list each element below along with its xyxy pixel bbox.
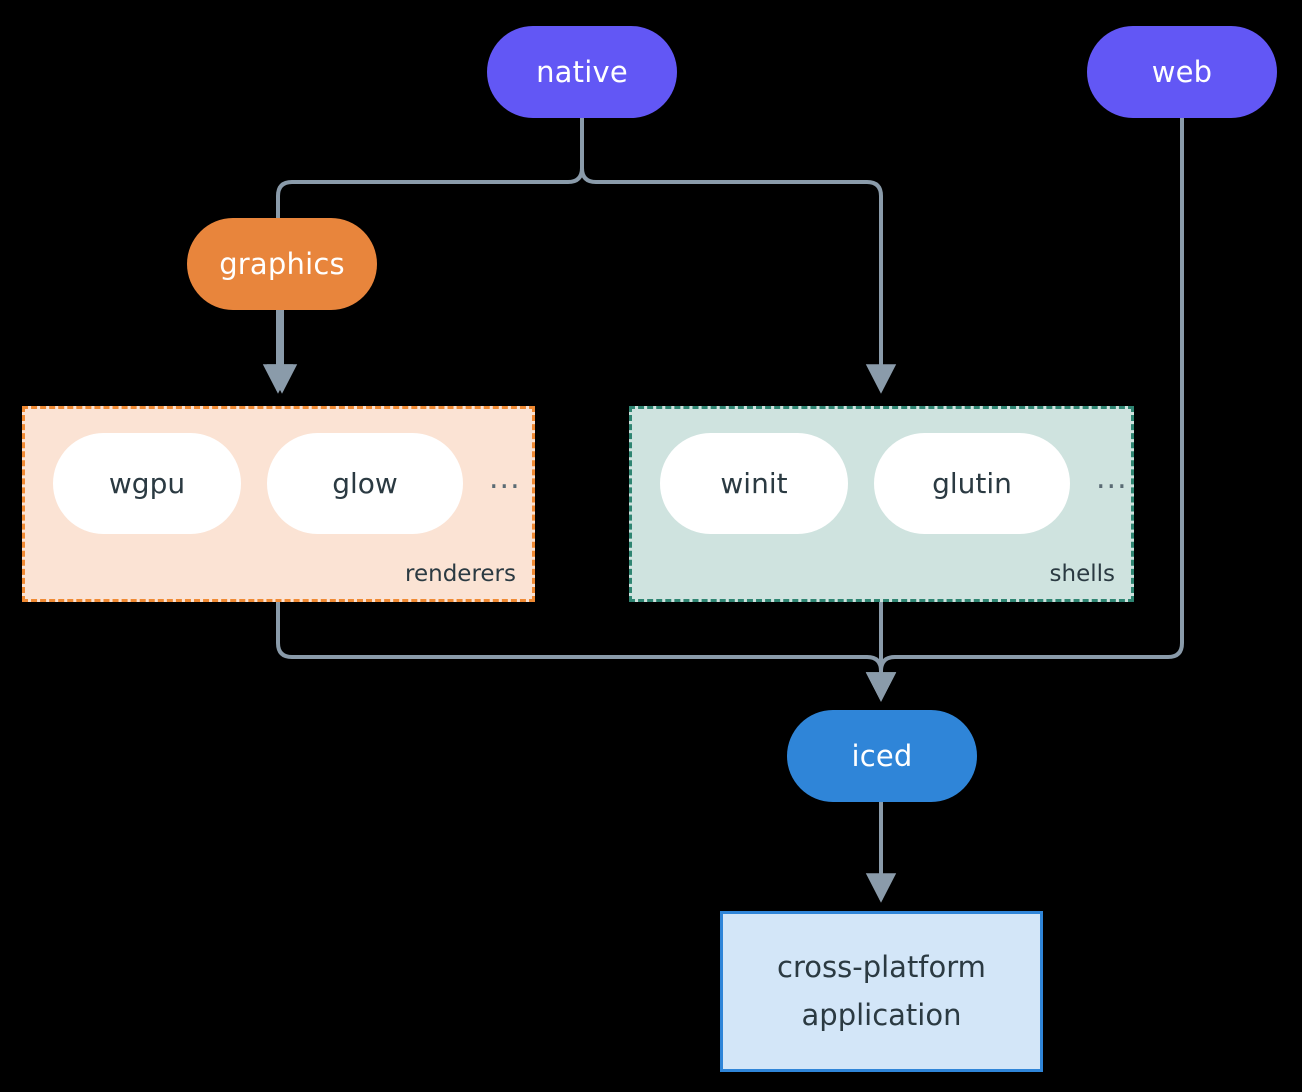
renderers-overflow-ellipsis: ... bbox=[489, 460, 521, 496]
node-web[interactable]: web bbox=[1087, 26, 1277, 118]
node-glow-label: glow bbox=[332, 467, 398, 500]
node-graphics-label: graphics bbox=[219, 247, 345, 281]
node-web-label: web bbox=[1151, 55, 1213, 89]
node-wgpu[interactable]: wgpu bbox=[53, 433, 241, 534]
node-native[interactable]: native bbox=[487, 26, 677, 118]
node-glow[interactable]: glow bbox=[267, 433, 463, 534]
group-shells-members: winit glutin ... bbox=[660, 433, 1128, 534]
shells-overflow-ellipsis: ... bbox=[1096, 460, 1128, 496]
edge-renderers-to-iced bbox=[276, 600, 897, 702]
node-glutin-label: glutin bbox=[932, 467, 1012, 500]
node-native-label: native bbox=[536, 55, 628, 89]
group-renderers-label: renderers bbox=[405, 561, 516, 587]
group-shells: winit glutin ... shells bbox=[629, 406, 1134, 602]
group-renderers: wgpu glow ... renderers bbox=[22, 406, 535, 602]
node-winit-label: winit bbox=[720, 467, 788, 500]
node-application-label-line2: application bbox=[801, 997, 962, 1032]
node-iced[interactable]: iced bbox=[787, 710, 977, 802]
node-graphics[interactable]: graphics bbox=[187, 218, 377, 310]
group-shells-label: shells bbox=[1049, 561, 1115, 587]
node-glutin[interactable]: glutin bbox=[874, 433, 1070, 534]
node-application[interactable]: cross-platform application bbox=[720, 911, 1043, 1072]
group-renderers-members: wgpu glow ... bbox=[53, 433, 521, 534]
node-iced-label: iced bbox=[851, 739, 913, 773]
node-winit[interactable]: winit bbox=[660, 433, 848, 534]
edge-native-to-shells bbox=[580, 116, 897, 394]
node-wgpu-label: wgpu bbox=[108, 467, 186, 500]
node-application-label-line1: cross-platform bbox=[777, 949, 986, 984]
